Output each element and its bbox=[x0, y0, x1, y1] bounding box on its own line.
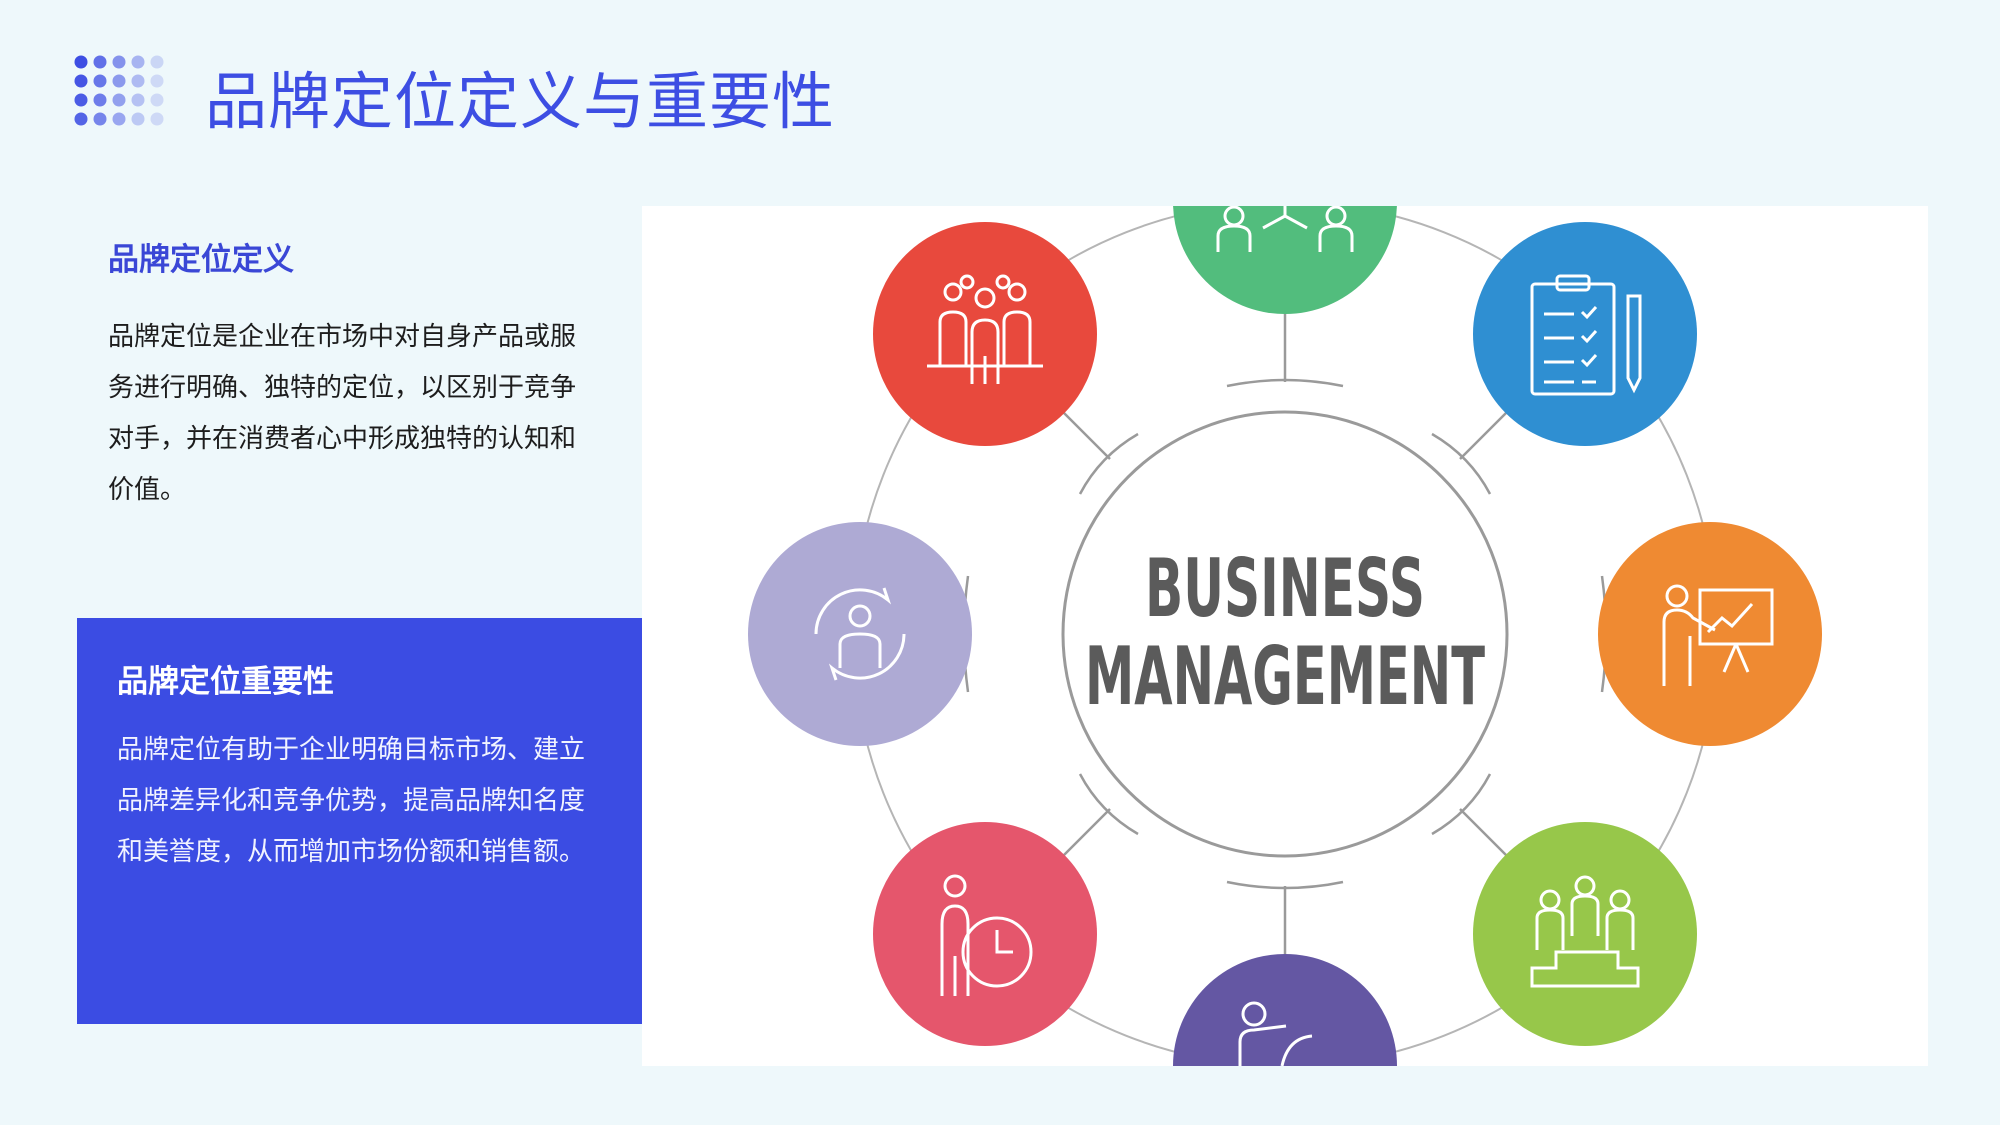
decorative-dot bbox=[93, 93, 107, 107]
decorative-dot bbox=[93, 74, 107, 88]
presenter-pointing-icon bbox=[1238, 1001, 1313, 1066]
node-group bbox=[873, 222, 1097, 446]
importance-body: 品牌定位有助于企业明确目标市场、建立品牌差异化和竞争优势，提高品牌知名度和美誉度… bbox=[117, 735, 586, 867]
decorative-dot bbox=[112, 93, 126, 107]
decorative-dot bbox=[150, 93, 164, 107]
center-circle bbox=[1061, 410, 1509, 858]
decorative-dot bbox=[112, 74, 126, 88]
decorative-dot bbox=[131, 55, 145, 69]
decorative-dot bbox=[93, 55, 107, 69]
center-label-line1: BUSINESS bbox=[1145, 542, 1425, 635]
podium-team-icon bbox=[1530, 875, 1640, 988]
decorative-dot bbox=[131, 74, 145, 88]
decorative-dot bbox=[112, 55, 126, 69]
decorative-dot bbox=[74, 55, 88, 69]
decorative-dots-icon bbox=[74, 55, 164, 126]
definition-body: 品牌定位是企业在市场中对自身产品或服务进行明确、独特的定位，以区别于竞争对手，并… bbox=[108, 322, 577, 505]
center-label-line2: MANAGEMENT bbox=[1085, 630, 1485, 723]
decorative-dot bbox=[150, 74, 164, 88]
decorative-dot bbox=[131, 112, 145, 126]
clipboard-checklist-icon bbox=[1530, 274, 1642, 396]
presentation-chart-icon bbox=[1662, 584, 1774, 686]
business-management-diagram: BUSINESS MANAGEMENT bbox=[642, 206, 1928, 1066]
node-clipboard bbox=[1473, 222, 1697, 446]
decorative-dot bbox=[93, 112, 107, 126]
decorative-dot bbox=[150, 55, 164, 69]
team-hierarchy-icon bbox=[1216, 206, 1354, 252]
decorative-dot bbox=[74, 74, 88, 88]
decorative-dot bbox=[150, 112, 164, 126]
node-team-hierarchy bbox=[1173, 206, 1397, 314]
decorative-dot bbox=[112, 112, 126, 126]
person-clock-icon bbox=[940, 874, 1033, 996]
node-podium bbox=[1473, 822, 1697, 1046]
node-presentation bbox=[1598, 522, 1822, 746]
node-presenter bbox=[1173, 954, 1397, 1066]
importance-heading: 品牌定位重要性 bbox=[117, 664, 334, 700]
decorative-dot bbox=[74, 112, 88, 126]
group-people-icon bbox=[927, 274, 1043, 384]
node-time bbox=[873, 822, 1097, 1046]
page-title: 品牌定位定义与重要性 bbox=[205, 65, 836, 138]
decorative-dot bbox=[74, 93, 88, 107]
importance-panel: 品牌定位重要性 品牌定位有助于企业明确目标市场、建立品牌差异化和竞争优势，提高品… bbox=[77, 618, 729, 1024]
definition-heading: 品牌定位定义 bbox=[108, 242, 294, 278]
decorative-dot bbox=[131, 93, 145, 107]
node-cycle bbox=[748, 522, 972, 746]
person-cycle-icon bbox=[814, 587, 906, 681]
